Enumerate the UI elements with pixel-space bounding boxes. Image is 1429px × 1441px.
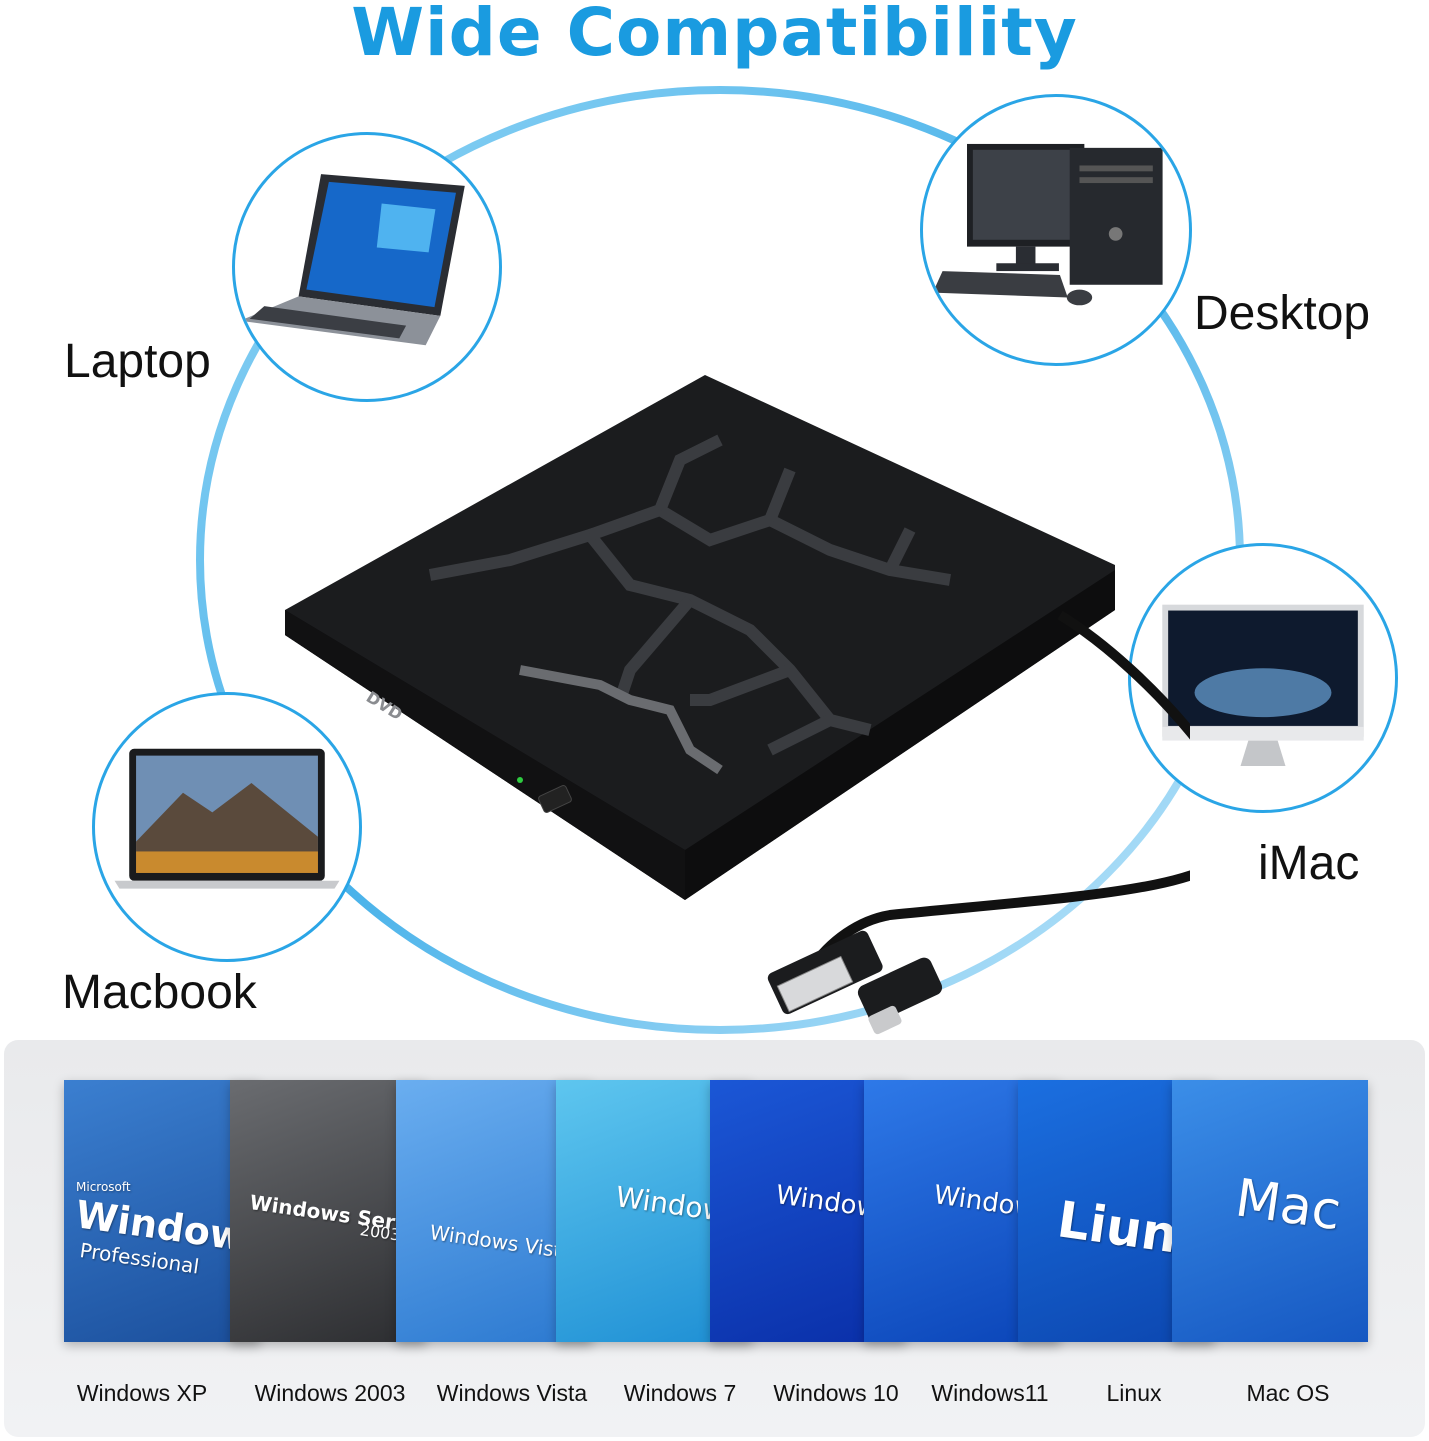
windows-xp-logo-small: Microsoft: [76, 1180, 131, 1194]
os-caption-windows-xp: Windows XP: [76, 1380, 208, 1406]
os-caption-windows-7: Windows 7: [623, 1380, 737, 1406]
external-dvd-drive: DVD: [270, 370, 1248, 1070]
desktop-icon: [932, 143, 1163, 306]
os-caption-windows-11: Windows11: [931, 1380, 1049, 1406]
laptop-label: Laptop: [64, 335, 211, 388]
imac-circle: [1128, 543, 1398, 813]
os-card-windows-xp: Microsoft Windows xp Professional: [64, 1080, 260, 1342]
laptop-circle: [232, 132, 502, 402]
desktop-circle: [920, 94, 1192, 366]
os-compatibility-panel: Microsoft Windows xp Professional Window…: [4, 1040, 1425, 1437]
imac-icon: [1162, 604, 1364, 766]
macbook-icon: [114, 748, 340, 889]
external-dvd-drive-icon: DVD: [285, 375, 1248, 1035]
os-card-windows-2003: Windows Server 2003: [230, 1080, 426, 1342]
macbook-label: Macbook: [62, 966, 257, 1019]
imac-label: iMac: [1258, 837, 1360, 890]
windows-vista-logo: Windows Vista: [428, 1220, 576, 1265]
page-title: Wide Compatibility: [351, 0, 1078, 71]
os-caption-windows-10: Windows 10: [773, 1380, 899, 1406]
mac-logo: Mac: [1231, 1168, 1345, 1243]
os-caption-linux: Linux: [1106, 1380, 1162, 1406]
laptop-icon: [239, 174, 465, 346]
os-caption-windows-2003: Windows 2003: [254, 1380, 406, 1406]
os-caption-mac-os: Mac OS: [1246, 1380, 1330, 1406]
desktop-label: Desktop: [1194, 287, 1371, 340]
os-card-mac-os: Mac: [1172, 1080, 1368, 1342]
os-caption-windows-vista: Windows Vista: [436, 1380, 588, 1406]
macbook-circle: [92, 692, 362, 962]
